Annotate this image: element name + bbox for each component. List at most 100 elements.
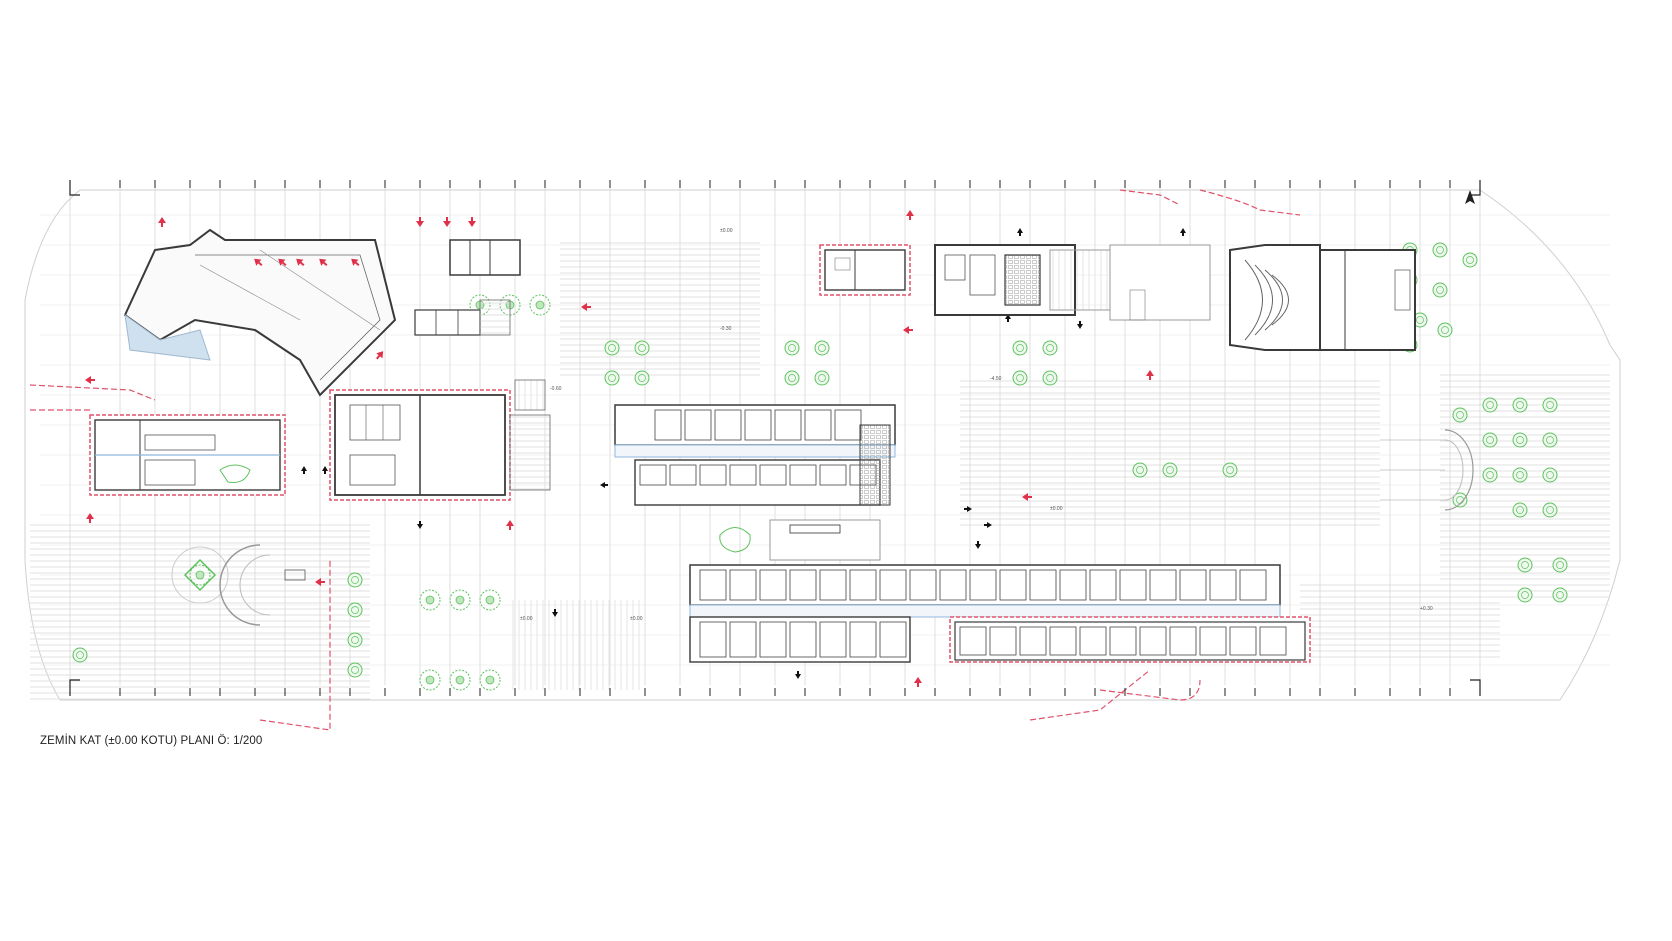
- south-rooms: [699, 569, 1287, 658]
- room-cell: [1179, 569, 1207, 601]
- tree-icon: [604, 370, 620, 386]
- tree-icon: [1222, 462, 1238, 478]
- corner-mark: [1470, 679, 1481, 696]
- tree-icon: [1432, 242, 1448, 258]
- corner-mark: [1470, 180, 1481, 196]
- black-flow-arrow-icon: [1017, 228, 1023, 236]
- room-cell: [819, 464, 847, 486]
- room-cell: [819, 569, 847, 601]
- room-cell: [699, 464, 727, 486]
- room-cell: [1199, 626, 1227, 656]
- room-cell: [879, 621, 907, 658]
- tree-icon: [1542, 502, 1558, 518]
- room-cell: [1049, 626, 1077, 656]
- tree-icon: [1042, 370, 1058, 386]
- red-entry-arrow-icon: [443, 217, 451, 227]
- south-west-plaza: [171, 544, 306, 626]
- tree-icon: [1042, 340, 1058, 356]
- red-entry-arrow-icon: [416, 217, 424, 227]
- room-cell: [699, 569, 727, 601]
- auditorium: [1229, 244, 1416, 351]
- tree-icon: [347, 572, 363, 588]
- room-cell: [969, 569, 997, 601]
- red-entry-arrow-icon: [914, 677, 922, 687]
- black-flow-arrow-icon: [552, 609, 558, 617]
- tree-icon: [1012, 370, 1028, 386]
- red-entry-arrow-icon: [351, 258, 360, 266]
- room-cell: [849, 569, 877, 601]
- black-flow-arrow-icon: [964, 506, 972, 512]
- site-outline: [24, 189, 1621, 701]
- north-center-building: [819, 244, 911, 296]
- tree-icon: [1542, 467, 1558, 483]
- tree-icon: [1452, 407, 1468, 423]
- red-entry-arrow-icon: [86, 513, 94, 523]
- room-cell: [1089, 569, 1117, 601]
- entry-arrows: [85, 210, 1154, 687]
- tree-icon: [814, 340, 830, 356]
- red-entry-arrow-icon: [468, 217, 476, 227]
- black-flow-arrow-icon: [1077, 321, 1083, 329]
- tree-icon: [634, 340, 650, 356]
- tree-icon: [347, 602, 363, 618]
- room-cell: [959, 626, 987, 656]
- black-flow-arrow-icon: [417, 521, 423, 529]
- room-cell: [639, 464, 667, 486]
- black-flow-arrow-icon: [600, 482, 608, 488]
- tree-icon: [1482, 397, 1498, 413]
- red-entry-arrow-icon: [254, 258, 263, 266]
- library-building: [329, 379, 551, 501]
- tree-icon: [347, 662, 363, 678]
- black-flow-arrow-icon: [984, 522, 992, 528]
- room-cell: [819, 621, 847, 658]
- tree-icon: [1437, 322, 1453, 338]
- red-entry-arrow-icon: [85, 376, 95, 384]
- room-cell: [1209, 569, 1237, 601]
- black-flow-arrow-icon: [301, 466, 307, 474]
- svg-text:±0.00: ±0.00: [520, 616, 533, 622]
- black-flow-arrow-icon: [1180, 228, 1186, 236]
- red-entry-arrow-icon: [376, 351, 384, 360]
- room-cell: [1239, 569, 1267, 601]
- room-cell: [669, 464, 697, 486]
- corner-mark: [69, 679, 80, 696]
- tree-icon: [1512, 432, 1528, 448]
- red-entry-arrow-icon: [1022, 493, 1032, 501]
- room-cell: [789, 464, 817, 486]
- black-flow-arrow-icon: [975, 541, 981, 549]
- tree-icon: [1552, 557, 1568, 573]
- tree-icon: [419, 589, 441, 611]
- red-entry-arrow-icon: [1146, 370, 1154, 380]
- tree-icon: [784, 370, 800, 386]
- svg-text:±0.00: ±0.00: [720, 228, 733, 234]
- red-site-paths: [29, 189, 1301, 731]
- tree-icon: [1482, 432, 1498, 448]
- tree-icon: [1462, 252, 1478, 268]
- room-cell: [774, 409, 802, 441]
- room-cell: [909, 569, 937, 601]
- entrance-block: [414, 239, 521, 336]
- red-entry-arrow-icon: [581, 303, 591, 311]
- tree-icon: [1512, 467, 1528, 483]
- tree-icon: [604, 340, 620, 356]
- room-cell: [714, 409, 742, 441]
- black-flow-arrow-icon: [322, 466, 328, 474]
- room-cell: [989, 626, 1017, 656]
- cultural-center: [934, 244, 1211, 321]
- room-cell: [729, 621, 757, 658]
- room-cell: [1059, 569, 1087, 601]
- tree-icon: [1412, 312, 1428, 328]
- room-cell: [759, 464, 787, 486]
- room-cell: [789, 621, 817, 658]
- room-cell: [849, 621, 877, 658]
- svg-text:-4.50: -4.50: [990, 376, 1002, 382]
- tree-icon: [419, 669, 441, 691]
- tree-icon: [449, 589, 471, 611]
- room-cell: [804, 409, 832, 441]
- room-cell: [759, 569, 787, 601]
- room-cell: [1139, 626, 1167, 656]
- tree-icon: [1432, 282, 1448, 298]
- room-cell: [1229, 626, 1257, 656]
- black-flow-arrow-icon: [1005, 314, 1011, 322]
- tree-icon: [347, 632, 363, 648]
